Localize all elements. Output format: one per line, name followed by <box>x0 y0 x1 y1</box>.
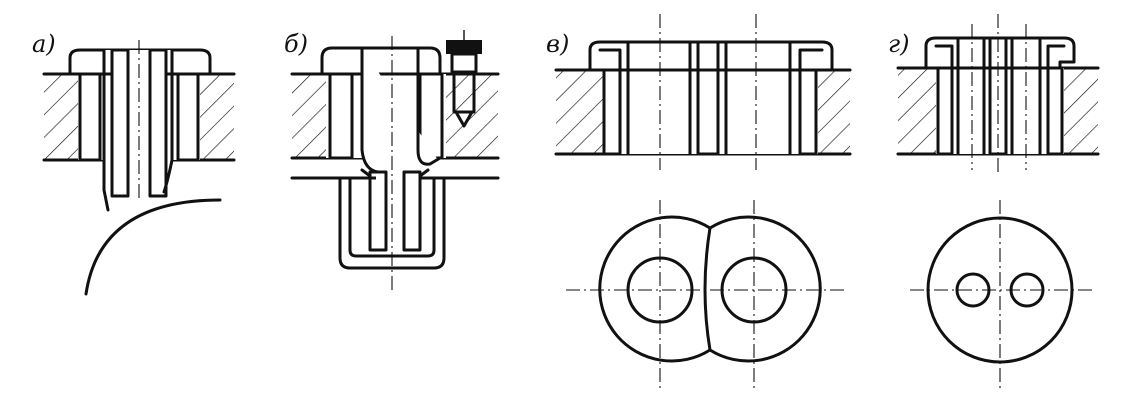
panel-v-section <box>554 14 852 170</box>
panel-g-section <box>896 14 1100 176</box>
panel-b: б) <box>284 30 500 290</box>
panel-v-label: в) <box>546 30 569 58</box>
panel-a: а) <box>32 30 236 296</box>
panel-a-bushing <box>68 48 212 212</box>
panel-b-label: б) <box>284 30 308 58</box>
panel-g-label: г) <box>888 30 910 58</box>
panel-a-workpiece-arc <box>84 198 222 296</box>
panel-g-plan <box>910 200 1096 390</box>
panel-g: г) <box>888 14 1100 390</box>
panel-a-label: а) <box>32 30 56 58</box>
panel-b-clamp-screw <box>446 30 482 128</box>
panel-v: в) <box>546 14 852 390</box>
panel-b-bushing <box>320 46 444 252</box>
panel-v-plan <box>566 200 848 390</box>
